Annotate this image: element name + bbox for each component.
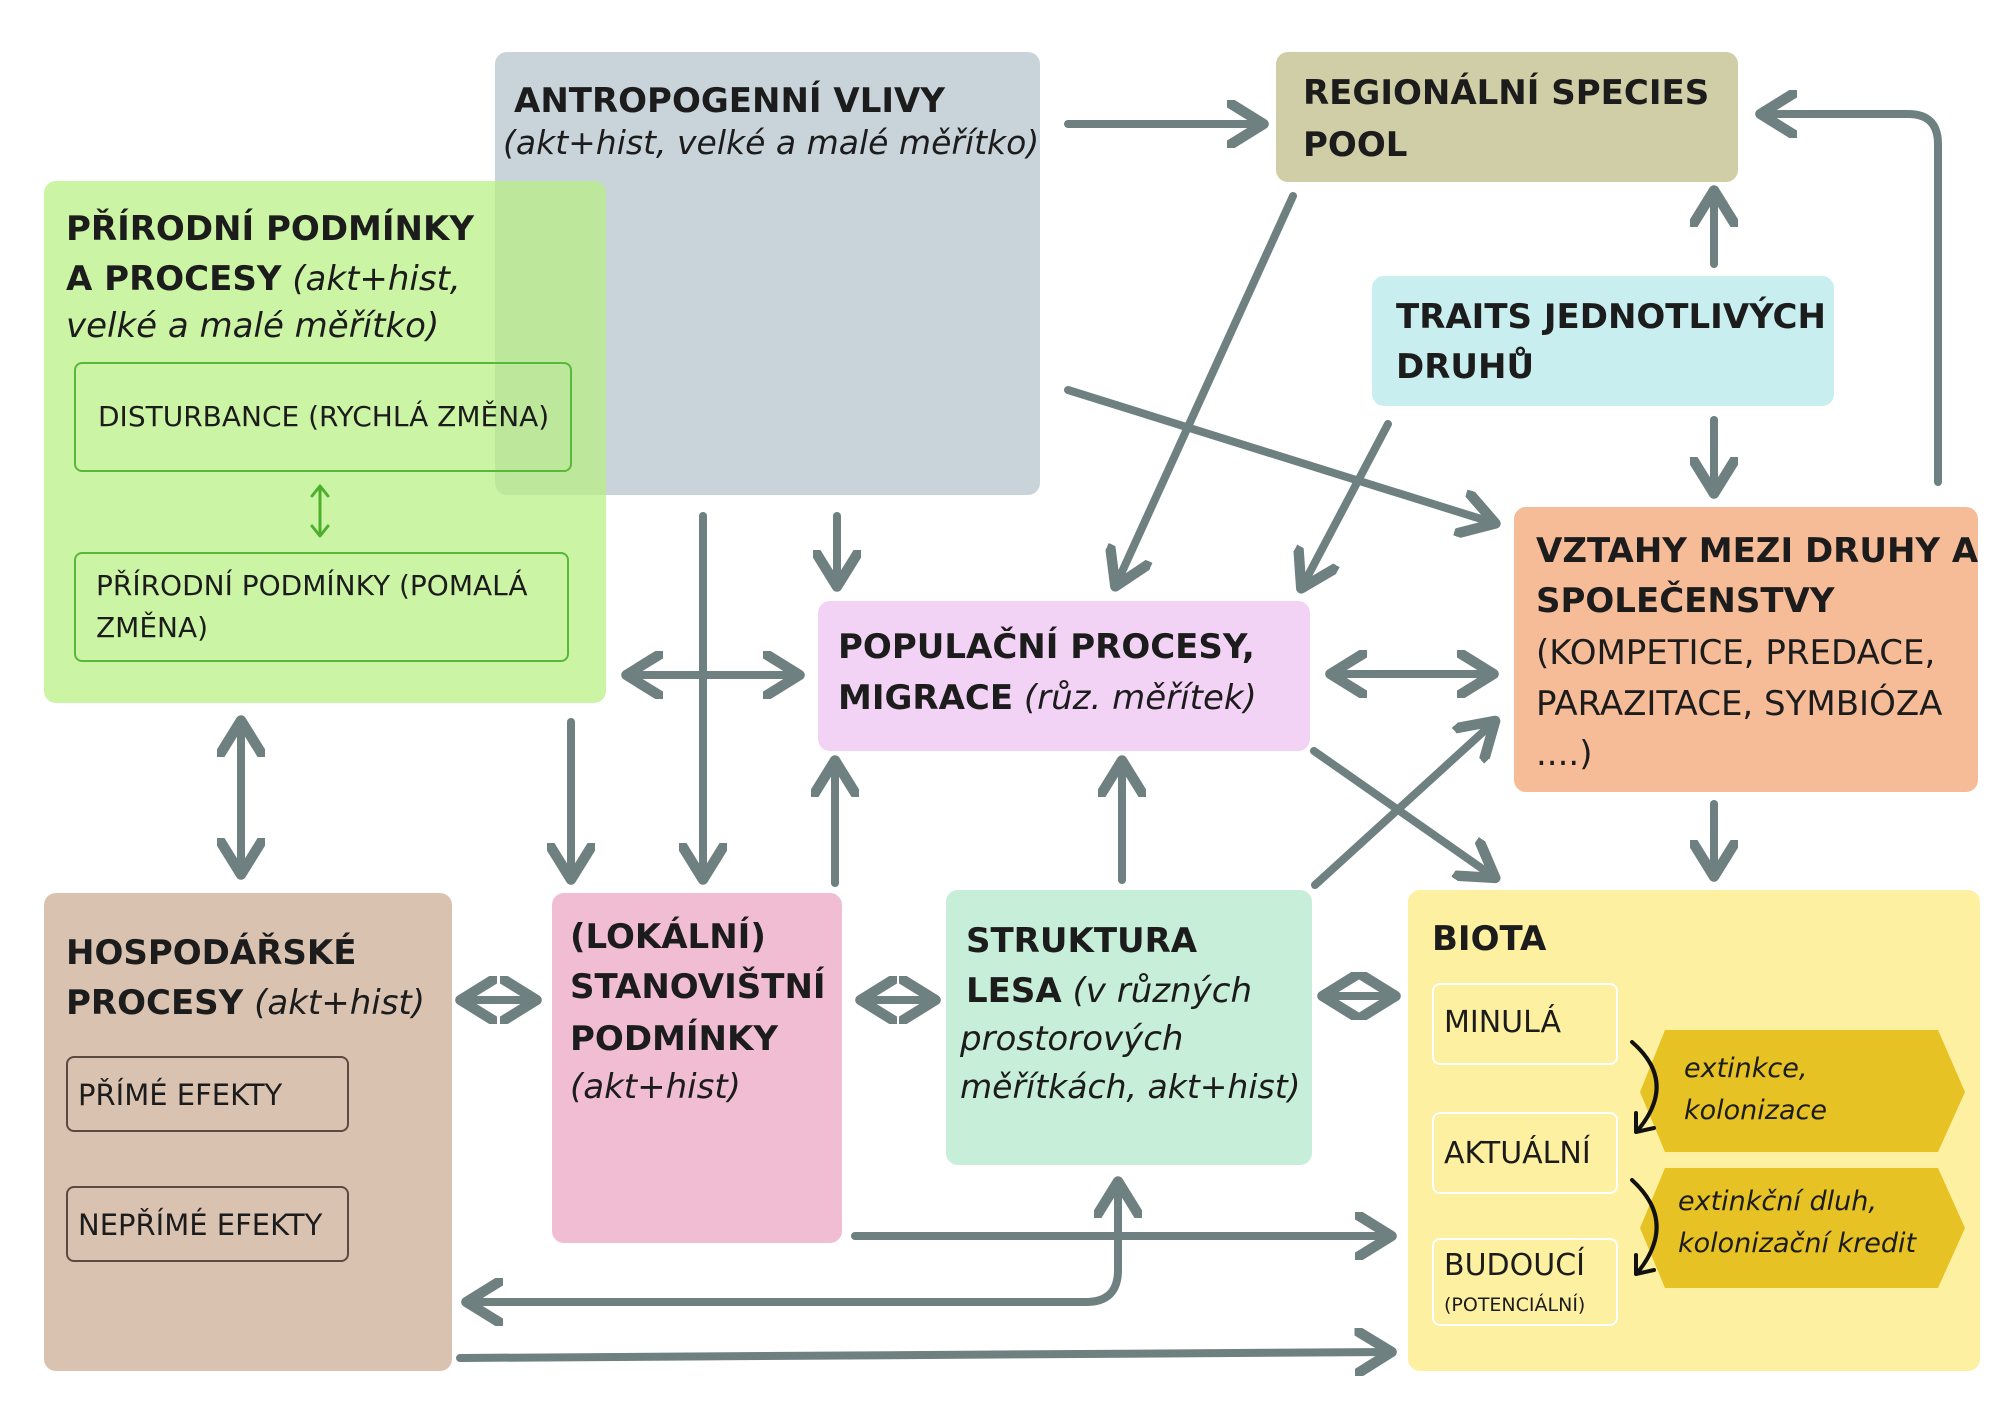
biota-tag1-line1: extinkce, (1684, 1053, 1808, 1084)
traits-box (1372, 276, 1834, 406)
struktura-line4: měřítkách, akt+hist) (960, 1067, 1301, 1106)
arrow-struktura-hospodarske (468, 1183, 1118, 1302)
hospodarske-line2-italic: (akt+hist) (254, 983, 426, 1023)
slow-change-line1: PŘÍRODNÍ PODMÍNKY (POMALÁ (96, 569, 528, 602)
prime-efekty-box: PŘÍMÉ EFEKTY (66, 1056, 349, 1132)
populacni-line2-italic: (růz. měřítek) (1023, 678, 1257, 718)
prirodni-line1: PŘÍRODNÍ PODMÍNKY (66, 209, 474, 249)
struktura-line1: STRUKTURA (966, 921, 1198, 961)
prirodni-line3: velké a malé měřítko) (66, 306, 440, 346)
disturbance-label: DISTURBANCE (RYCHLÁ ZMĚNA) (98, 400, 550, 433)
populacni-line1: POPULAČNÍ PROCESY, (838, 627, 1255, 667)
biota-minula-box: MINULÁ (1432, 983, 1618, 1065)
lokalni-line1: (LOKÁLNÍ) (570, 917, 766, 957)
vztahy-line3: (KOMPETICE, PREDACE, (1536, 633, 1936, 673)
biota-tag2-line2: kolonizační kredit (1678, 1228, 1917, 1259)
antropogenni-subtitle: (akt+hist, velké a malé měřítko) (503, 123, 1040, 162)
biota-aktualni-box: AKTUÁLNÍ (1432, 1112, 1618, 1194)
populacni-line2: MIGRACE (růz. měřítek) (838, 677, 1257, 720)
arrow-vztahy-to-pool (1762, 114, 1942, 486)
biota-tag2-line1: extinkční dluh, (1678, 1186, 1877, 1217)
arrow-aktualni-budouci (1630, 1178, 1659, 1274)
regionalni-line2: POOL (1303, 125, 1408, 165)
regionalni-line1: REGIONÁLNÍ SPECIES (1303, 73, 1710, 113)
traits-line2: DRUHŮ (1396, 347, 1535, 387)
vztahy-mezi-druhy-box (1514, 507, 1978, 792)
prime-efekty-label: PŘÍMÉ EFEKTY (78, 1078, 283, 1112)
disturbance-box: DISTURBANCE (RYCHLÁ ZMĚNA) (74, 362, 572, 472)
biota-budouci-sub: (POTENCIÁLNÍ) (1444, 1294, 1586, 1316)
arrow-pool-to-populacni (1116, 192, 1297, 585)
neprime-efekty-box: NEPŘÍMÉ EFEKTY (66, 1186, 349, 1262)
lokalni-line4: (akt+hist) (570, 1067, 741, 1107)
lokalni-line2: STANOVIŠTNÍ (570, 967, 826, 1007)
arrow-populacni-to-biota (1310, 747, 1494, 877)
biota-tag-extinkce-shape (1640, 1030, 1965, 1152)
struktura-line3: prostorových (960, 1019, 1184, 1059)
struktura-line2: LESA (v různých (966, 970, 1252, 1013)
vztahy-line5: ....) (1536, 734, 1593, 774)
biota-minula-label: MINULÁ (1444, 1005, 1562, 1040)
biota-tag-dluh-shape (1640, 1168, 1965, 1288)
arrow-minula-aktualni (1630, 1040, 1659, 1132)
biota-budouci-box: BUDOUCÍ (POTENCIÁLNÍ) (1432, 1238, 1618, 1326)
antropogenni-title: ANTROPOGENNÍ VLIVY (514, 81, 945, 121)
biota-tag1-line2: kolonizace (1684, 1095, 1827, 1126)
neprime-efekty-label: NEPŘÍMÉ EFEKTY (78, 1208, 323, 1242)
prirodni-podminky-box (44, 181, 606, 703)
hospodarske-procesy-box (44, 893, 452, 1371)
lokalni-line3: PODMÍNKY (570, 1019, 778, 1059)
prirodni-line2-italic: (akt+hist, (292, 259, 461, 299)
prirodni-line2: A PROCESY (akt+hist, (66, 258, 461, 301)
populacni-procesy-box (818, 601, 1310, 751)
biota-budouci-label: BUDOUCÍ (1444, 1248, 1586, 1283)
hospodarske-line2: PROCESY (akt+hist) (66, 982, 425, 1025)
arrow-hospodarske-to-biota (456, 1352, 1390, 1358)
biota-title: BIOTA (1432, 919, 1547, 959)
hospodarske-line1: HOSPODÁŘSKÉ (66, 933, 357, 973)
struktura-line2-italic: (v různých (1072, 971, 1252, 1011)
vztahy-line2: SPOLEČENSTVY (1536, 581, 1835, 621)
traits-line1: TRAITS JEDNOTLIVÝCH (1396, 297, 1826, 337)
arrow-traits-to-populacni (1302, 420, 1392, 587)
biota-aktualni-label: AKTUÁLNÍ (1444, 1136, 1591, 1171)
vztahy-line1: VZTAHY MEZI DRUHY A (1536, 531, 1979, 571)
struktura-line2-bold: LESA (966, 971, 1062, 1011)
arrow-struktura-to-vztahy (1311, 722, 1494, 889)
vztahy-line4: PARAZITACE, SYMBIÓZA (1536, 684, 1943, 724)
regionalni-species-pool-box (1276, 52, 1738, 182)
hospodarske-line2-bold: PROCESY (66, 983, 244, 1023)
arrow-antrop-to-vztahy (1064, 386, 1494, 523)
struktura-lesa-box (946, 890, 1312, 1165)
slow-change-box: PŘÍRODNÍ PODMÍNKY (POMALÁ ZMĚNA) (74, 552, 569, 662)
populacni-line2-bold: MIGRACE (838, 678, 1014, 718)
prirodni-line2-bold: A PROCESY (66, 259, 282, 299)
slow-change-line2: ZMĚNA) (96, 611, 209, 644)
